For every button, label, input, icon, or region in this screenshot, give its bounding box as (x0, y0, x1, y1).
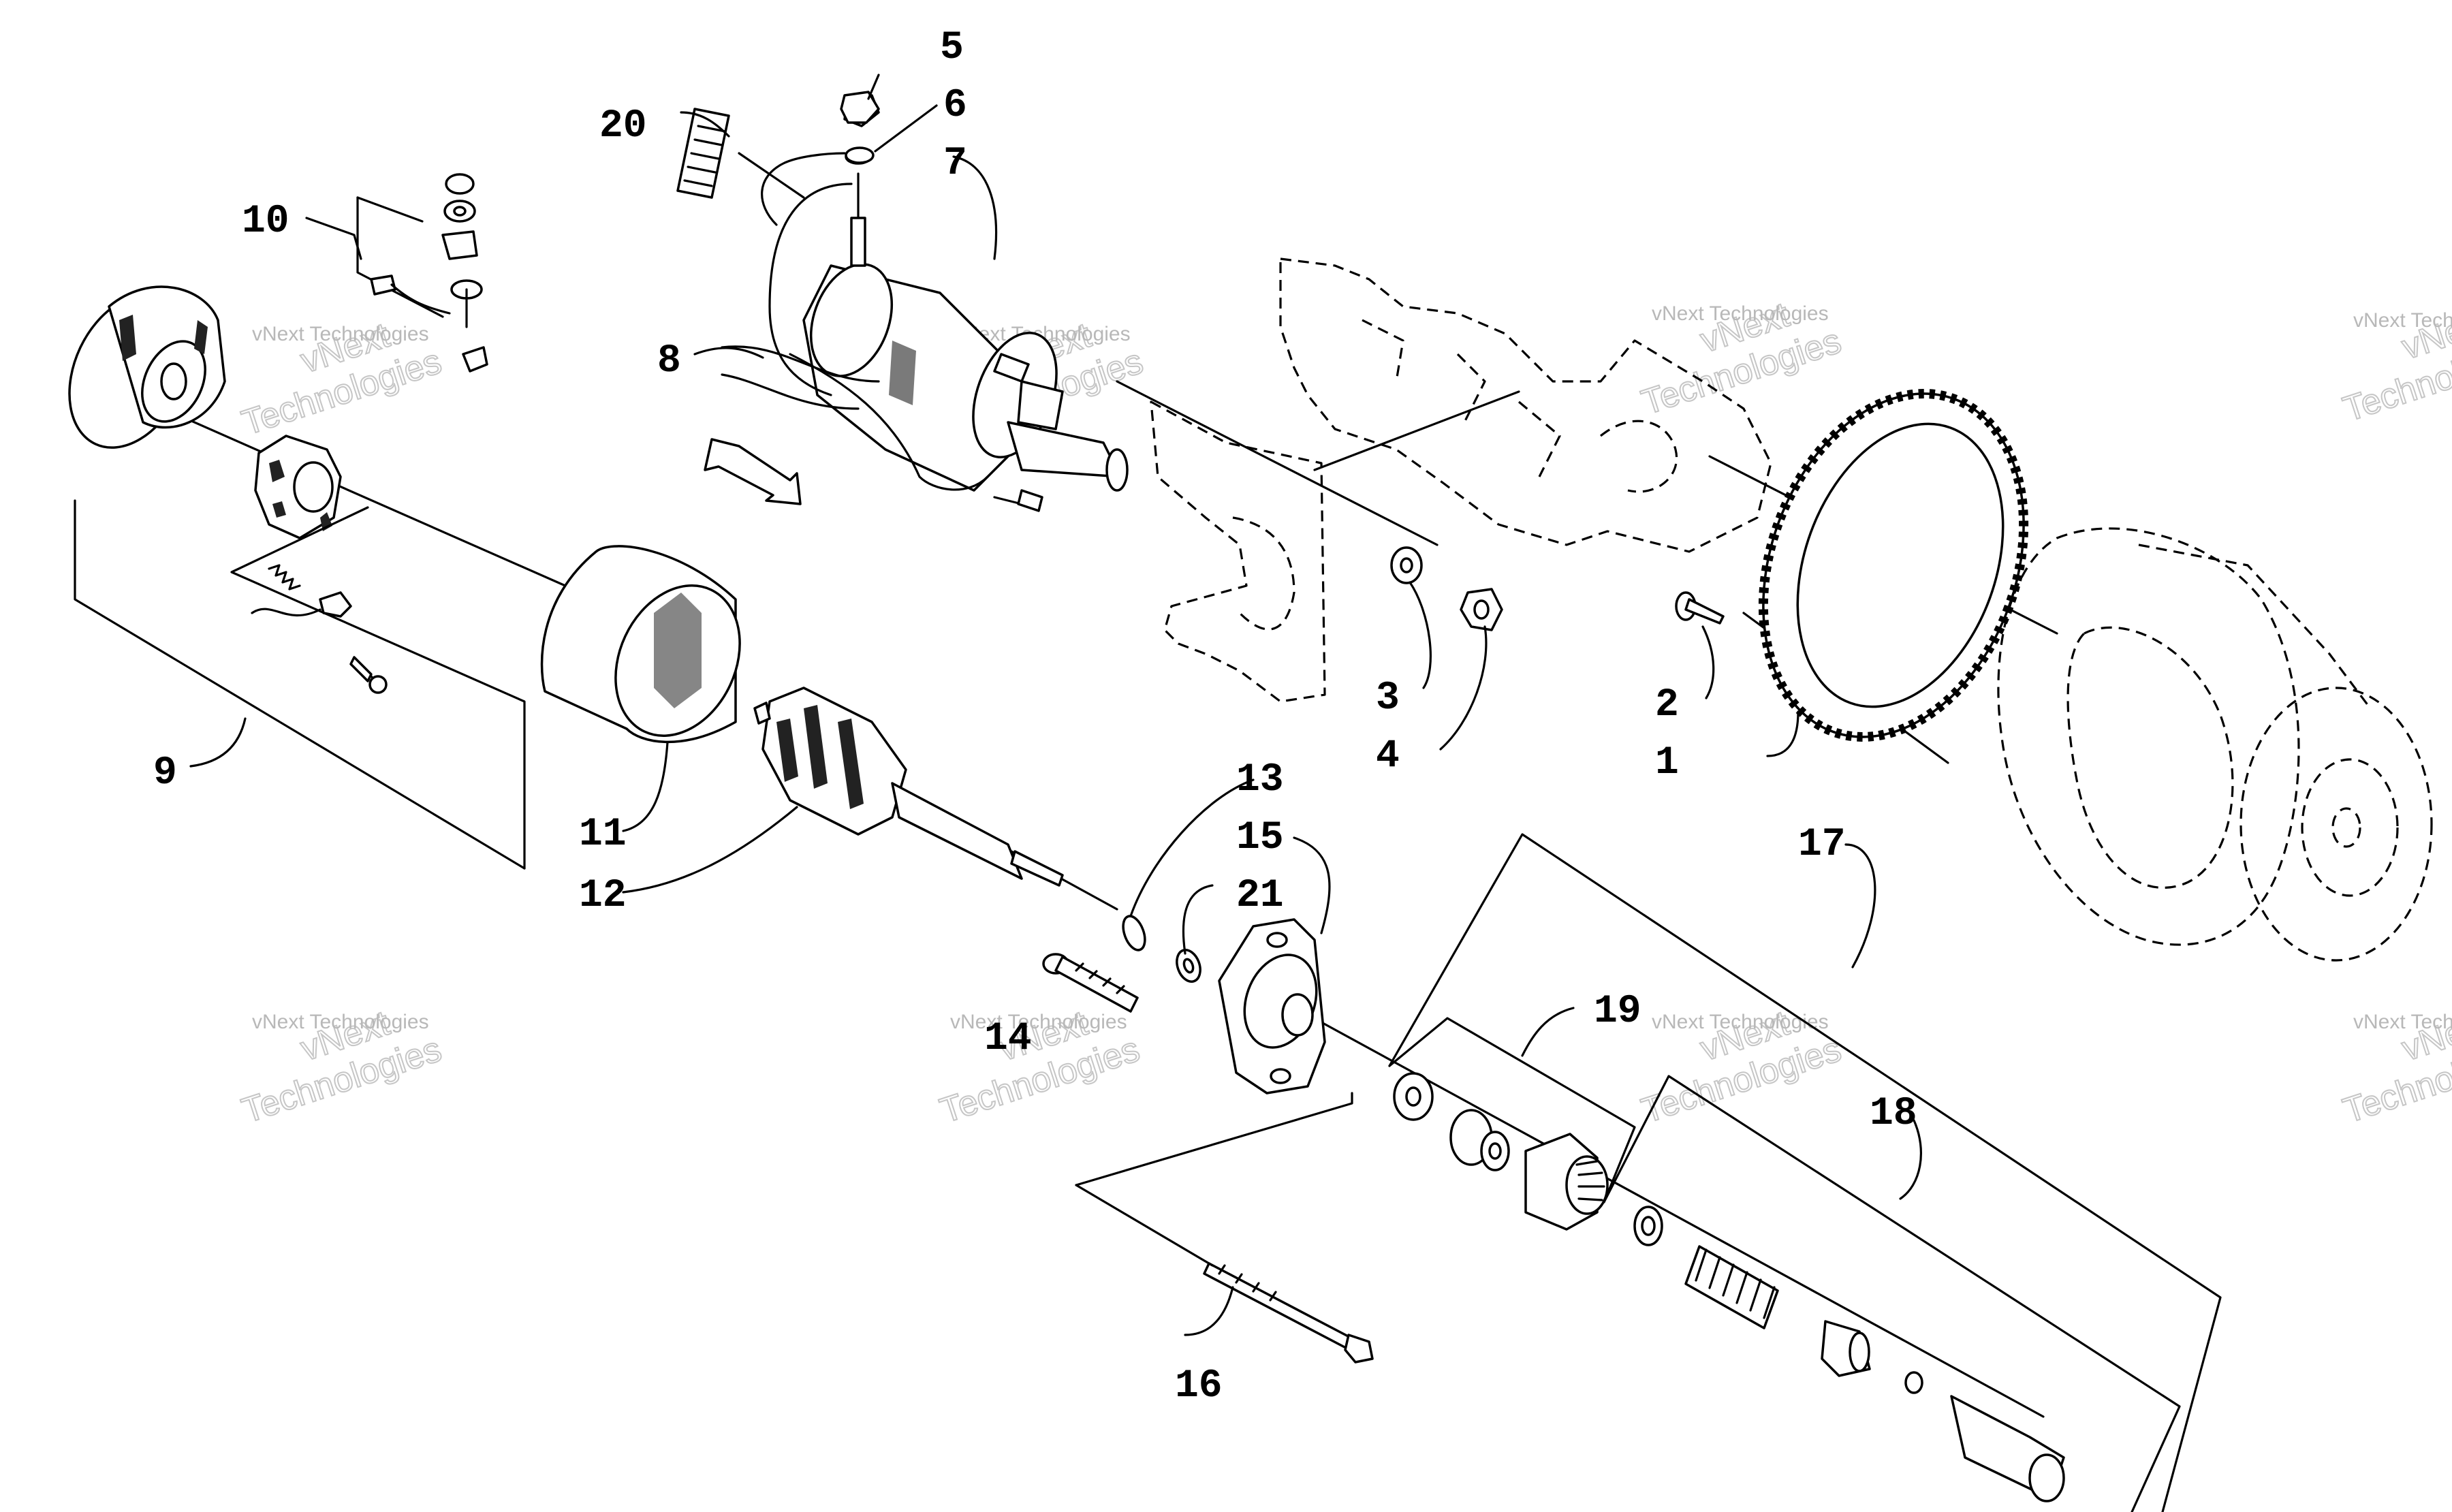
drive-group-bracket-18 (1603, 1075, 2181, 1512)
watermark-bottom-left: Technologies vNext vNext Technologies (236, 1003, 447, 1131)
callout-3: 3 (1376, 676, 1400, 721)
flywheel-part (1997, 527, 2433, 962)
callout-8: 8 (657, 339, 681, 383)
watermark-bottom-center: Technologies vNext vNext Technologies (934, 1003, 1145, 1131)
drive-group-bracket-19 (1388, 1017, 1636, 1203)
callout-6: 6 (943, 84, 967, 128)
watermark-text: vNext Technologies (950, 1011, 1127, 1033)
callout-20: 20 (599, 104, 647, 148)
brush-holder-part (254, 435, 342, 539)
watermark-text: vNext Technologies (1652, 1011, 1829, 1033)
cable-part-8 (721, 345, 880, 410)
pinion-gear-part (1524, 1133, 1609, 1231)
callout-11: 11 (579, 813, 627, 857)
yoke-housing-part (540, 545, 741, 744)
callout-2: 2 (1655, 683, 1679, 727)
watermark-text: vNext Technologies (2353, 1011, 2452, 1033)
callout-17: 17 (1798, 823, 1846, 867)
leader-lines (189, 74, 1922, 1336)
callout-14: 14 (984, 1017, 1032, 1061)
bolt-part-14 (1042, 953, 1139, 1013)
callout-21: 21 (1236, 874, 1284, 918)
armature-part (753, 687, 1064, 887)
callout-12: 12 (579, 874, 627, 918)
callout-13: 13 (1236, 758, 1284, 802)
small-ring-part (1904, 1371, 1923, 1394)
callout-labels: 1 2 3 4 5 6 7 8 9 10 11 12 13 14 15 16 1… (153, 26, 1917, 1408)
callout-18: 18 (1870, 1092, 1917, 1136)
callout-15: 15 (1236, 816, 1284, 860)
through-bolt-part-16 (1075, 1092, 1374, 1364)
end-cover-part (68, 285, 226, 449)
collar-part (1393, 1072, 1434, 1121)
mounting-bracket-part (1150, 400, 1326, 703)
direction-arrow (704, 438, 802, 505)
engine-block-part (1279, 257, 1772, 553)
boot-part-20 (676, 108, 730, 199)
callout-9: 9 (153, 751, 177, 796)
nut-part-4 (1460, 588, 1503, 631)
callout-10: 10 (242, 200, 289, 244)
watermark-text: vNext Technologies (1652, 302, 1829, 325)
callout-16: 16 (1175, 1364, 1223, 1408)
watermark-top-right: Technologies vNext vNext Technologies (1636, 294, 1846, 423)
front-bracket-part (1218, 918, 1326, 1094)
terminal-hardware-part (356, 173, 488, 373)
callout-7: 7 (943, 142, 967, 186)
drive-group-bracket-17 (1388, 833, 2222, 1512)
callout-1: 1 (1655, 741, 1679, 785)
clutch-part (1449, 1109, 1510, 1171)
spacer-part-13 (1122, 915, 1146, 951)
watermark-text: vNext Technologies (252, 323, 429, 345)
starter-motor-part (768, 183, 1129, 512)
watermark-top-left: Technologies vNext vNext Technologies (236, 315, 447, 443)
return-spring-part (1684, 1245, 1779, 1329)
watermark-top-edge: Technologies vNext vNext Technologies (2338, 301, 2452, 430)
nut-part-5 (840, 91, 880, 124)
stop-ring-part (1633, 1206, 1663, 1246)
watermark-bottom-right: Technologies vNext vNext Technologies (1636, 1003, 1846, 1131)
sleeve-part (1821, 1320, 1871, 1377)
watermark-group: Technologies vNext vNext Technologies Te… (236, 294, 2452, 1131)
brush-spring-part (251, 564, 388, 694)
watermark-text: vNext Technologies (2353, 309, 2452, 332)
washer-part-21 (1176, 949, 1201, 983)
watermark-text: vNext Technologies (252, 1011, 429, 1033)
group-bracket-9 (74, 499, 526, 870)
ring-gear-part (1758, 389, 2029, 742)
screw-part-2 (1675, 591, 1725, 625)
callout-4: 4 (1376, 734, 1400, 778)
callout-19: 19 (1594, 990, 1641, 1034)
callout-5: 5 (940, 26, 964, 70)
watermark-bottom-edge: Technologies vNext vNext Technologies (2338, 1003, 2452, 1131)
cap-part (1950, 1395, 2065, 1502)
washer-part-3 (1390, 546, 1423, 584)
lock-washer-part-6 (845, 146, 875, 164)
